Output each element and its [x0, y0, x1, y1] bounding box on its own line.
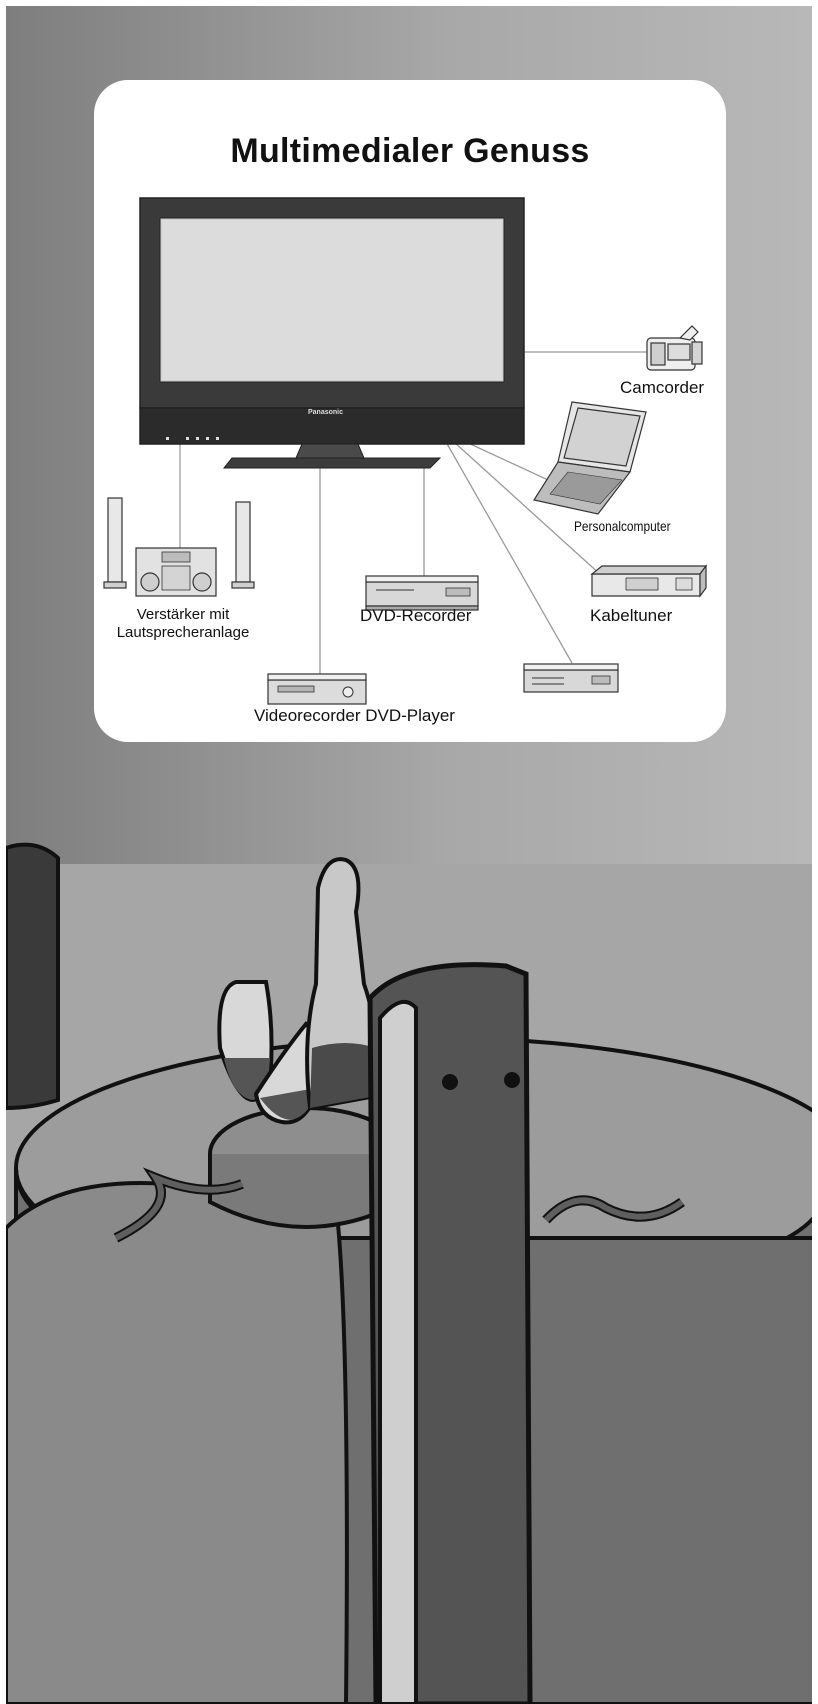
cushion-icon [6, 1181, 349, 1704]
tv-brand-logo: Panasonic [308, 409, 344, 416]
tv-icon [139, 197, 525, 469]
label-verstaerker: Verstärker mit Lautsprecheranlage [108, 606, 258, 642]
label-personalcomputer: Personalcomputer [574, 518, 671, 534]
label-camcorder: Camcorder [620, 378, 705, 397]
label-dvd-recorder: DVD-Recorder [360, 606, 472, 625]
cake-icon [208, 1106, 404, 1229]
living-room-illustration [6, 842, 812, 1704]
camcorder-icon [646, 325, 703, 371]
label-verstaerker-line1: Verstärker mit [136, 606, 230, 623]
speaker-left-icon [6, 842, 60, 1111]
line-dvd-player [445, 441, 573, 664]
dvd-recorder-icon [365, 575, 479, 611]
label-kabeltuner: Kabeltuner [590, 606, 673, 625]
label-videorecorder-dvd-player: Videorecorder DVD-Player [254, 706, 455, 725]
kabeltuner-icon [590, 564, 708, 598]
ribbon-icon [113, 1167, 685, 1243]
connection-lines [179, 351, 647, 674]
dvd-player-icon [523, 663, 619, 693]
diagram-title: Multimedialer Genuss [230, 132, 590, 170]
line-kabeltuner [453, 441, 603, 577]
videorecorder-icon [267, 673, 367, 705]
stereo-system-icon [103, 497, 255, 597]
laptop-icon [533, 401, 647, 515]
speaker-front-icon [367, 962, 533, 1704]
bottle-icon [305, 857, 379, 1111]
label-verstaerker-line2: Lautsprecheranlage [116, 624, 250, 641]
diagram-card: Multimedialer Genuss [94, 80, 726, 742]
wine-glass-icon [217, 980, 321, 1125]
connection-diagram [103, 197, 708, 705]
